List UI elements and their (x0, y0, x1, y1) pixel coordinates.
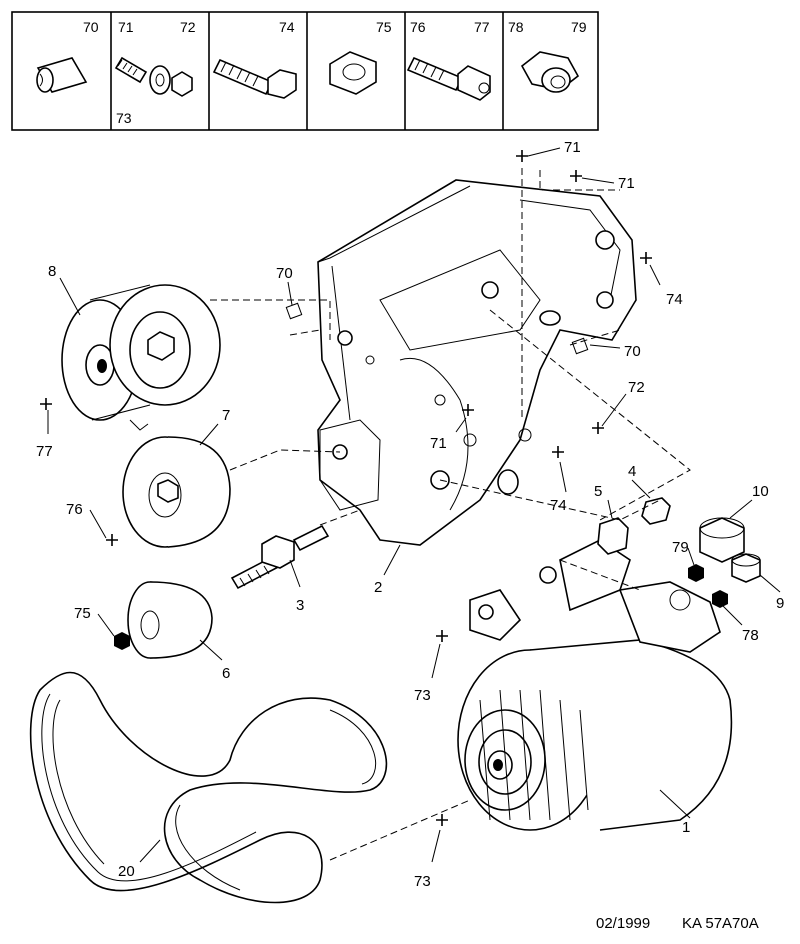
callout-1: 1 (682, 819, 690, 836)
callout-79: 79 (672, 539, 689, 556)
tensioner-pulley (61, 284, 221, 431)
footer-date: 02/1999 (596, 915, 650, 932)
nut-78 (712, 590, 728, 608)
callout-76: 76 (66, 501, 83, 518)
callout-74a: 74 (666, 291, 683, 308)
leader-lines (47, 147, 781, 863)
fastener-markers (40, 150, 652, 826)
legend-73: 73 (116, 110, 132, 126)
assembly-lines (210, 168, 691, 861)
hex-bolt-icon (212, 58, 297, 99)
nut-79 (688, 564, 704, 582)
legend-77: 77 (474, 19, 490, 35)
callout-8: 8 (48, 263, 56, 280)
legend-76: 76 (410, 19, 426, 35)
callout-5: 5 (594, 483, 602, 500)
legend-78: 78 (508, 19, 524, 35)
legend-75: 75 (376, 19, 392, 35)
sleeve-5 (597, 517, 629, 555)
callout-10: 10 (752, 483, 769, 500)
support-bracket (317, 179, 637, 546)
hex-nut-icon (329, 51, 377, 95)
callout-labels: 8 7 77 76 3 75 6 2 70 70 71 71 74 71 72 … (36, 139, 784, 890)
callout-9: 9 (776, 595, 784, 612)
callout-70b: 70 (624, 343, 641, 360)
poly-v-belt (29, 671, 388, 904)
callout-78: 78 (742, 627, 759, 644)
callout-75: 75 (74, 605, 91, 622)
callout-71b: 71 (618, 175, 635, 192)
legend-70: 70 (83, 19, 99, 35)
cross-74b (552, 446, 564, 458)
legend-72: 72 (180, 19, 196, 35)
cap-9 (731, 553, 761, 583)
cross-71a (516, 150, 528, 162)
callout-71c: 71 (430, 435, 447, 452)
callout-4: 4 (628, 463, 636, 480)
callout-73b: 73 (414, 873, 431, 890)
callout-2: 2 (374, 579, 382, 596)
footer-ref: KA 57A70A (682, 915, 759, 932)
threaded-stud (230, 524, 330, 590)
cross-71b (570, 170, 582, 182)
cross-73a (436, 630, 448, 642)
idler-pulley (122, 436, 231, 548)
cross-72 (592, 422, 604, 434)
spacer-pulley (127, 581, 213, 659)
callout-73a: 73 (414, 687, 431, 704)
small-parts (114, 497, 761, 650)
hardware-legend: 70 71 72 73 74 75 76 77 78 79 (11, 11, 599, 131)
cross-76 (106, 534, 118, 546)
alternator (457, 539, 733, 831)
callout-3: 3 (296, 597, 304, 614)
nyloc-nut-icon (520, 51, 580, 93)
legend-71: 71 (118, 19, 134, 35)
callout-77: 77 (36, 443, 53, 460)
sleeve-icon (36, 57, 88, 93)
callout-70a: 70 (276, 265, 293, 282)
socket-screw-icon (406, 56, 491, 101)
callout-74b: 74 (550, 497, 567, 514)
callout-20: 20 (118, 863, 135, 880)
cross-74a (640, 252, 652, 264)
callout-72: 72 (628, 379, 645, 396)
screw-washer-nut-icon (114, 56, 193, 97)
nut-75 (114, 632, 130, 650)
legend-79: 79 (571, 19, 587, 35)
callout-6: 6 (222, 665, 230, 682)
callout-71a: 71 (564, 139, 581, 156)
sleeve-4 (641, 497, 671, 525)
cross-77 (40, 398, 52, 410)
legend-74: 74 (279, 19, 295, 35)
cross-71c (462, 404, 474, 416)
cross-73b (436, 814, 448, 826)
callout-7: 7 (222, 407, 230, 424)
